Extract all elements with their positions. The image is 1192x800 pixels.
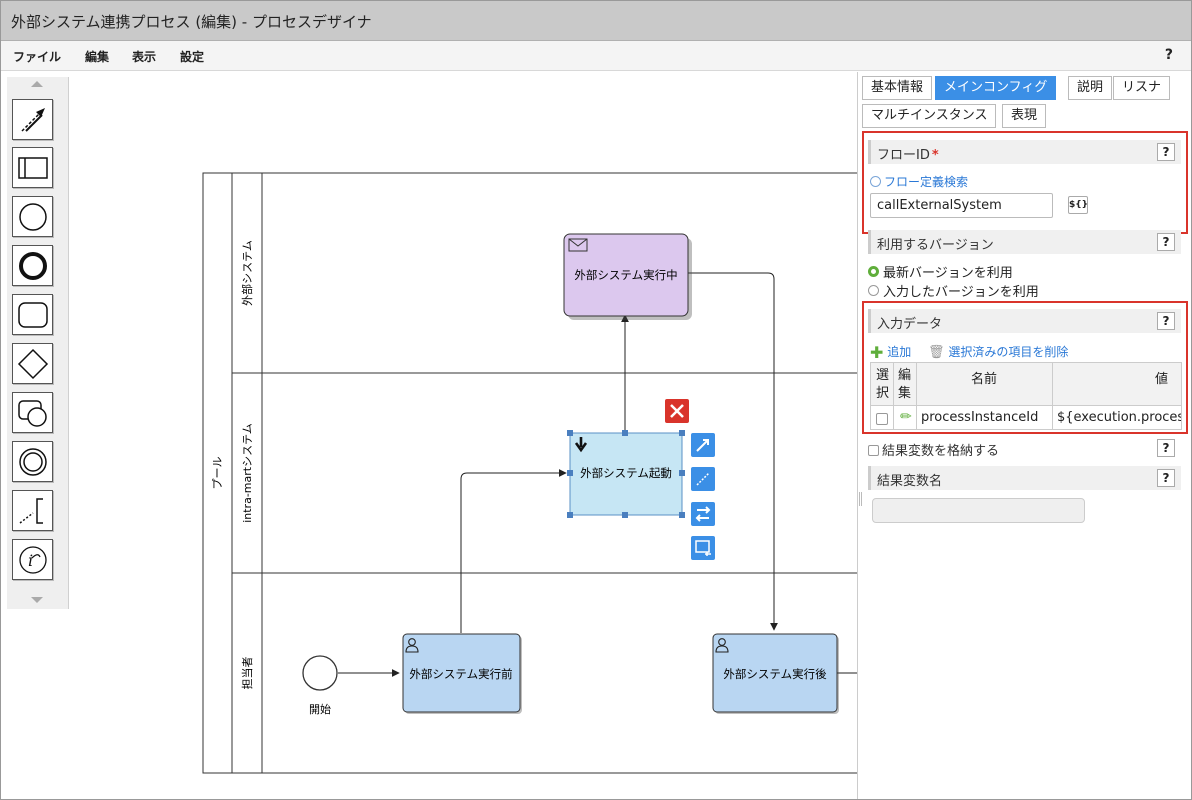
svg-text:i: i <box>28 551 33 570</box>
gateway-tool-icon[interactable] <box>12 343 53 384</box>
connect-line-icon[interactable] <box>691 467 715 491</box>
delete-selected-link[interactable]: 🗑 選択済みの項目を削除 <box>928 345 1069 360</box>
start-event[interactable] <box>302 655 338 691</box>
tab-description[interactable]: 説明 <box>1068 76 1113 100</box>
start-event-label: 開始 <box>309 702 331 716</box>
input-data-help-button[interactable]: ? <box>1157 312 1175 330</box>
task-ext-start[interactable]: 外部システム起動 <box>567 430 685 518</box>
radio-selected-icon <box>868 266 879 277</box>
col-edit: 編 集 <box>898 368 912 401</box>
menu-view[interactable]: 表示 <box>132 50 157 64</box>
change-type-icon[interactable] <box>691 502 715 526</box>
start-event-tool-icon[interactable] <box>12 196 53 237</box>
connect-arrow-icon[interactable] <box>691 433 715 457</box>
menu-edit[interactable]: 編集 <box>85 50 110 64</box>
tab-main-config[interactable]: メインコンフィグ <box>935 76 1057 100</box>
result-store-checkbox[interactable] <box>868 445 879 456</box>
task-tool-icon[interactable] <box>12 294 53 335</box>
menu-bar: ファイル 編集 表示 設定 ? <box>1 41 1191 71</box>
add-annotation-icon[interactable] <box>691 536 715 560</box>
connection-tool-icon[interactable] <box>12 99 53 140</box>
magnifier-icon <box>870 176 881 187</box>
lane-label-intramart: intra-martシステム <box>241 423 254 523</box>
result-name-header: 結果変数名 ? <box>868 466 1181 490</box>
task-before[interactable]: 外部システム実行前 <box>402 633 522 714</box>
lane-label-external: 外部システム <box>240 240 254 306</box>
tab-listener[interactable]: リスナ <box>1113 76 1171 100</box>
menu-file[interactable]: ファイル <box>13 50 62 64</box>
trash-icon: 🗑 <box>928 345 945 360</box>
col-name: 名前 <box>971 372 998 387</box>
radio-unselected-icon <box>868 285 879 296</box>
result-store-header: 結果変数を格納する ? <box>868 436 1181 460</box>
task-after-label: 外部システム実行後 <box>723 667 827 681</box>
plus-icon: ✚ <box>870 343 884 362</box>
title-bar: 外部システム連携プロセス (編集) - プロセスデザイナ <box>1 1 1191 41</box>
intermediate-event-tool-icon[interactable] <box>12 441 53 482</box>
version-option-latest[interactable]: 最新バージョンを利用 <box>868 262 1013 281</box>
tab-multi-instance[interactable]: マルチインスタンス <box>862 104 997 128</box>
row-value[interactable]: ${execution.proces <box>1057 410 1182 425</box>
expression-button[interactable]: ${} <box>1068 196 1088 214</box>
task-before-label: 外部システム実行前 <box>409 667 512 681</box>
flow-def-search-link[interactable]: フロー定義検索 <box>870 173 968 190</box>
task-ext-running-label: 外部システム実行中 <box>574 268 677 282</box>
annotation-tool-icon[interactable] <box>12 490 53 531</box>
required-mark: * <box>931 148 939 163</box>
version-help-button[interactable]: ? <box>1157 233 1175 251</box>
call-activity-arrow-icon <box>574 437 588 453</box>
result-store-help-button[interactable]: ? <box>1157 439 1175 457</box>
tab-basic-info[interactable]: 基本情報 <box>862 76 933 100</box>
palette-scroll-up[interactable] <box>31 81 43 87</box>
tool-palette: i <box>7 77 69 609</box>
flow-id-header: フローID* ? <box>868 140 1181 164</box>
end-event-tool-icon[interactable] <box>12 245 53 286</box>
menu-settings[interactable]: 設定 <box>180 50 205 64</box>
diagram-canvas[interactable]: プール 外部システム intra-martシステム 担当者 開始 外部システム実… <box>69 72 864 799</box>
row-checkbox[interactable] <box>876 413 888 425</box>
col-value: 値 <box>1155 372 1169 387</box>
add-link[interactable]: ✚ 追加 <box>870 343 912 362</box>
info-tool-icon[interactable]: i <box>12 539 53 580</box>
version-option-input[interactable]: 入力したバージョンを利用 <box>868 281 1039 300</box>
bpmn-diagram: プール 外部システム intra-martシステム 担当者 開始 外部システム実… <box>202 172 864 774</box>
result-name-input[interactable] <box>872 498 1085 523</box>
result-store-checkbox-row[interactable]: 結果変数を格納する <box>868 440 999 459</box>
properties-panel: 基本情報 メインコンフィグ 説明 リスナ マルチインスタンス 表現 フローID*… <box>857 72 1191 799</box>
flow-running-to-after[interactable] <box>688 272 778 631</box>
task-ext-running[interactable]: 外部システム実行中 <box>563 233 692 320</box>
pencil-icon[interactable]: ✏ <box>900 409 912 425</box>
task-ext-start-label: 外部システム起動 <box>580 466 672 480</box>
col-select: 選 択 <box>876 368 890 401</box>
lane-label-person: 担当者 <box>240 657 254 690</box>
panel-resize-handle[interactable] <box>859 492 862 506</box>
window-title: 外部システム連携プロセス (編集) - プロセスデザイナ <box>11 13 372 31</box>
input-data-table: 選 択 編 集 名前 値 ✏ processInstanceId ${execu… <box>870 362 1182 430</box>
subprocess-tool-icon[interactable] <box>12 392 53 433</box>
flow-id-help-button[interactable]: ? <box>1157 143 1175 161</box>
flow-id-label: フローID* <box>877 148 939 163</box>
flow-before-to-start-ext[interactable] <box>460 469 567 633</box>
menu-help[interactable]: ? <box>1164 47 1173 63</box>
flow-id-input[interactable]: callExternalSystem <box>870 193 1053 218</box>
version-header: 利用するバージョン ? <box>868 230 1181 254</box>
input-data-highlight <box>862 301 1188 434</box>
palette-scroll-down[interactable] <box>31 597 43 603</box>
result-name-help-button[interactable]: ? <box>1157 469 1175 487</box>
tab-expression[interactable]: 表現 <box>1002 104 1047 128</box>
pool-label: プール <box>211 457 224 490</box>
delete-node-icon[interactable] <box>665 399 689 423</box>
input-data-header: 入力データ ? <box>868 309 1181 333</box>
task-after[interactable]: 外部システム実行後 <box>712 633 839 714</box>
lane-tool-icon[interactable] <box>12 147 53 188</box>
row-name[interactable]: processInstanceId <box>921 410 1039 425</box>
